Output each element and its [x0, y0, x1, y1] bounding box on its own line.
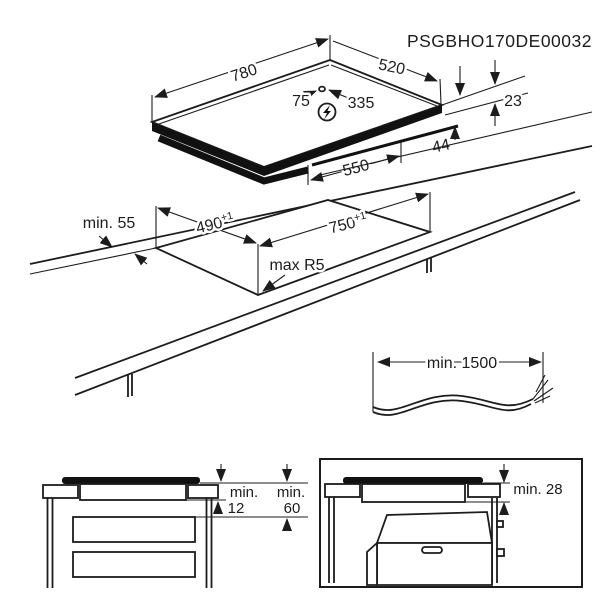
- countertop-left-2: [324, 483, 361, 498]
- hob-box-profile-2: [361, 483, 466, 503]
- drawer-2: [72, 551, 196, 578]
- worktop-front-top-edge: [74, 191, 576, 379]
- countertop-right: [187, 484, 219, 499]
- dim-cable-length: min. 1500: [427, 355, 497, 372]
- drawing-code: PSGBHO170DE00032: [407, 31, 592, 51]
- dim-hob-depth: 520: [377, 56, 407, 78]
- dim-rear-clearance: min. 55: [83, 215, 136, 232]
- hob-glass-profile: [62, 477, 200, 484]
- drawer-1: [72, 516, 196, 543]
- hob-casing: [157, 134, 309, 185]
- dim-oven-clearance: min. 28: [513, 481, 562, 498]
- cabinet-right-leg: [205, 498, 213, 588]
- cable-entry-mark: [318, 85, 326, 93]
- hinge-bottom: [496, 548, 505, 557]
- label-min-1: min.: [230, 484, 258, 501]
- hob-glass-profile-2: [343, 477, 483, 484]
- cabinet-left-leg-2: [328, 497, 335, 583]
- cable-curve: [372, 394, 534, 411]
- cabinet-left-leg: [46, 498, 54, 588]
- hob-isometric-view: 780 520 75 335 23 44 550: [149, 35, 593, 185]
- dim-hob-width: 780: [229, 61, 260, 85]
- worktop-cutout: [153, 199, 433, 296]
- worktop-cutout-view: min. 55 490+1 750+1 max R5: [29, 145, 593, 397]
- countertop-left: [42, 484, 79, 499]
- oven-handle: [421, 546, 443, 554]
- dim-box-width: 550: [341, 157, 371, 180]
- mains-cable-view: min. 1500: [372, 352, 554, 416]
- hob-box-profile: [79, 483, 187, 501]
- built-under-oven: [366, 511, 505, 586]
- label-min-2: min.: [277, 484, 305, 501]
- drawer-cabinet-section: min. 12 min. 60: [42, 464, 308, 588]
- support-surface-edge: [319, 111, 593, 176]
- hob-glass-edge: [152, 105, 442, 176]
- dim-cable-right: 335: [348, 95, 375, 112]
- dim-cable-left: 75: [292, 93, 310, 110]
- hinge-top: [496, 520, 504, 528]
- worktop-right-leg: [426, 258, 432, 273]
- dim-glass-thickness: 23: [504, 93, 522, 110]
- countertop-right-2: [467, 483, 501, 498]
- dim-corner-radius: max R5: [269, 257, 324, 274]
- oven-cabinet-section: min. 28: [319, 458, 583, 588]
- worktop-front-bottom-edge: [74, 199, 581, 396]
- worktop-left-leg: [127, 374, 133, 397]
- dim-drawer-clearance: 60: [284, 500, 301, 517]
- dim-gap-below-box: 12: [228, 500, 245, 517]
- lightning-bolt-icon: [317, 102, 337, 122]
- cable-wire-ends: [532, 374, 554, 404]
